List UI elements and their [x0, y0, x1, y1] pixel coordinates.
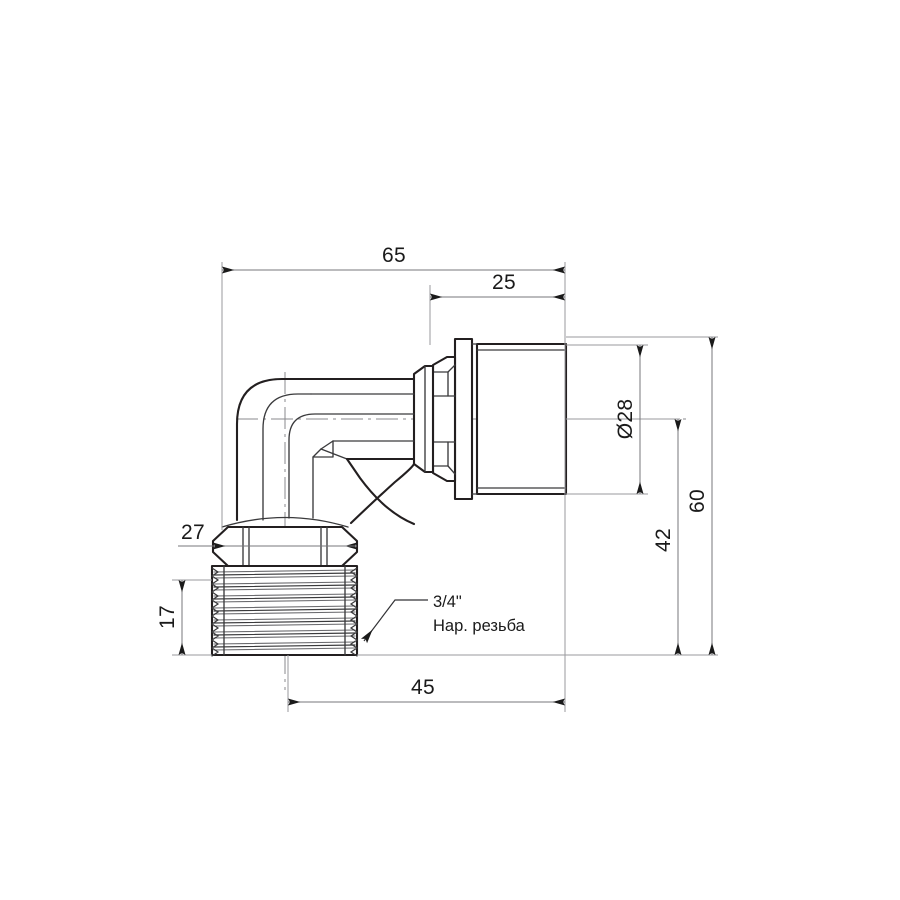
flange-socket-joint [471, 343, 478, 495]
dimension-socket-diameter: Ø28 [614, 344, 644, 495]
collar-lower-rib [432, 441, 449, 467]
flange-plate [453, 337, 478, 501]
neck-body [412, 364, 435, 474]
dim-label-42: 42 [652, 528, 675, 552]
elbow-arc-outer [235, 377, 300, 522]
collar-upper-rib [432, 371, 449, 397]
dim-label-27: 27 [181, 521, 205, 544]
elbow-arc-inner-chamfer [312, 440, 334, 519]
dimension-hex-width: 27 [178, 521, 358, 550]
elbow-inner-corner [312, 440, 334, 458]
dim-label-25: 25 [492, 271, 516, 294]
dim-label-45: 45 [411, 676, 435, 699]
socket-body [475, 342, 568, 496]
elbow-corner-arcs [235, 377, 416, 526]
dimension-overall-height: 60 [686, 336, 716, 656]
dimension-thread-length: 17 [156, 579, 186, 656]
part-geometry [210, 337, 568, 657]
elbow-outer-sweep-upper [345, 457, 416, 526]
dimension-socket-length: 25 [429, 271, 566, 301]
collar-ring [431, 355, 457, 483]
dimension-base-length: 45 [287, 676, 566, 706]
elbow-arc-third [288, 413, 415, 519]
male-thread [210, 564, 359, 657]
neck-taper [412, 364, 435, 474]
elbow-outer-sweep-lower [349, 462, 416, 525]
dimension-overall-length: 65 [221, 244, 566, 274]
flange-outer-plate [453, 337, 474, 501]
collar-rib-chamfers [447, 364, 456, 475]
elbow-horizontal-run [296, 377, 416, 461]
dimension-axis-height: 42 [652, 418, 682, 656]
thread-callout: 3/4" Нар. резьба [360, 593, 526, 644]
thread-right-flank [349, 567, 359, 657]
callout-leader-line [360, 599, 428, 644]
socket-sleeve [475, 342, 568, 496]
callout-thread-type-label: Нар. резьба [433, 617, 526, 635]
elbow-chamfer-face [320, 448, 348, 460]
thread-left-flank [210, 567, 220, 657]
elbow-arc-second [262, 393, 312, 521]
thread-crest-lines [213, 569, 356, 651]
dim-label-d28: Ø28 [614, 399, 637, 440]
dim-label-60: 60 [686, 489, 709, 513]
dim-label-65: 65 [382, 244, 406, 267]
dim-label-17: 17 [156, 605, 179, 629]
hex-top-crown [221, 516, 349, 528]
callout-size-label: 3/4" [433, 593, 462, 611]
